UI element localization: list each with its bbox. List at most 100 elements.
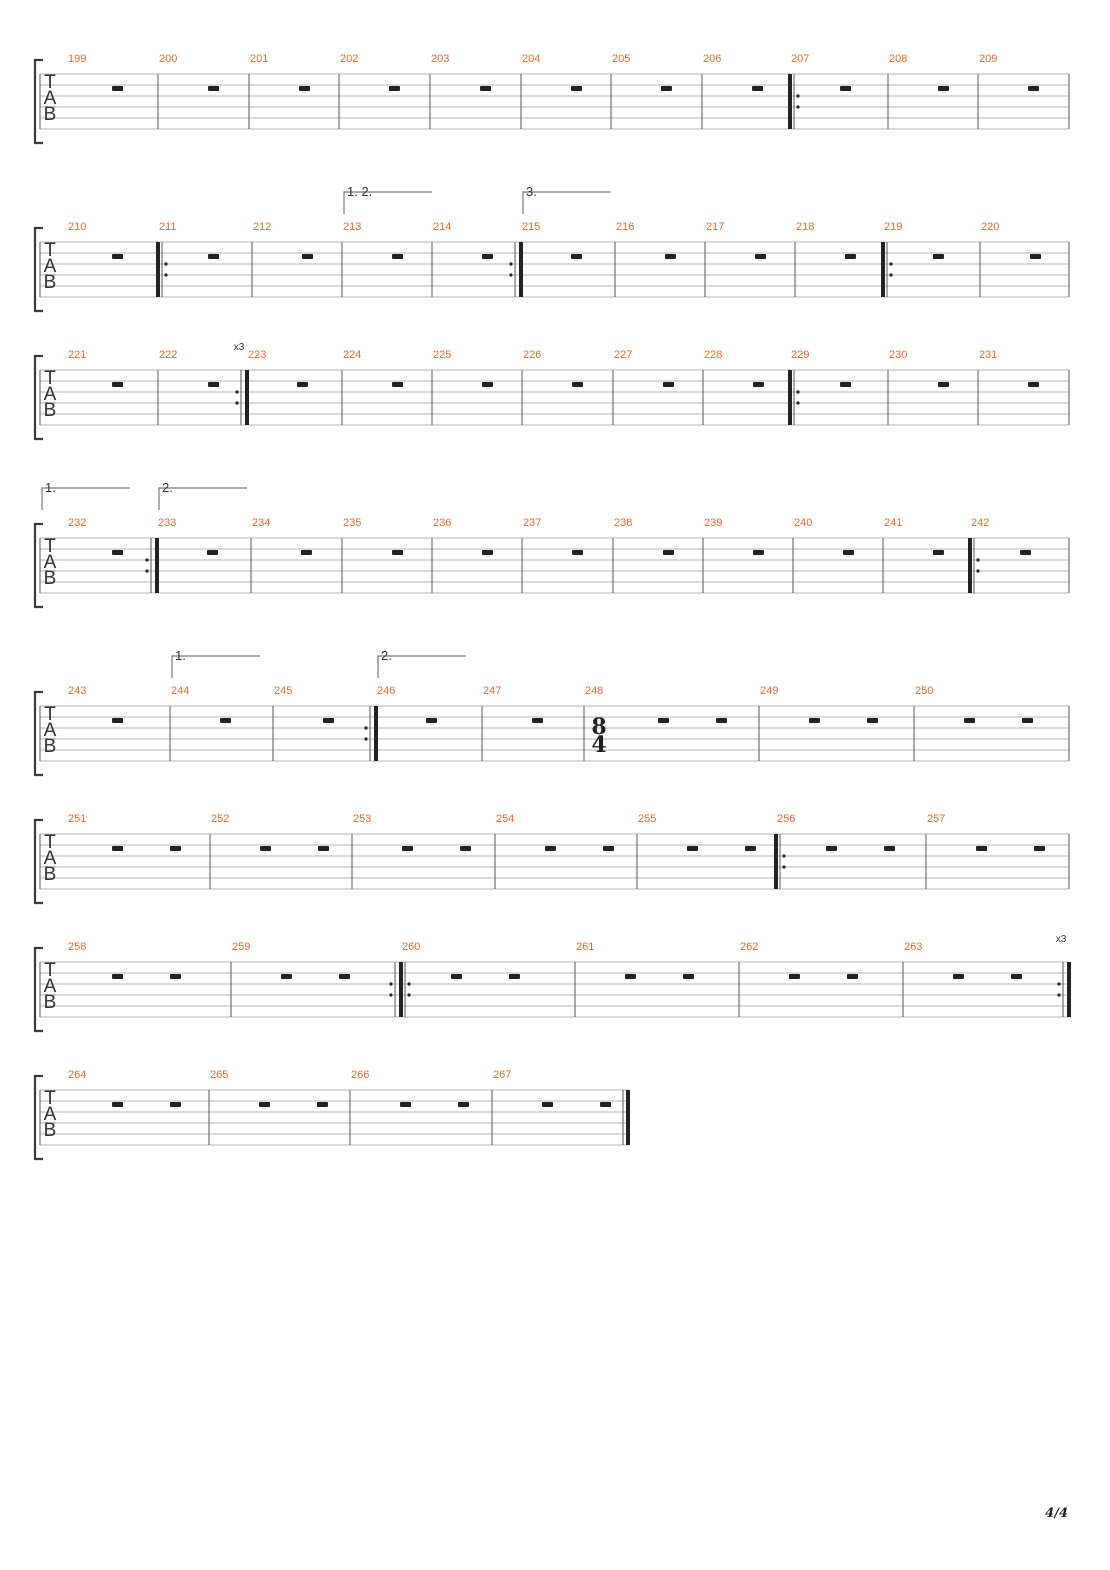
rest xyxy=(1034,846,1045,851)
rest xyxy=(753,382,764,387)
measure-number: 249 xyxy=(760,685,778,697)
rest xyxy=(716,718,727,723)
measure-number: 221 xyxy=(68,349,86,361)
measure-number: 235 xyxy=(343,517,361,529)
measure-number: 252 xyxy=(211,813,229,825)
measure-number: 217 xyxy=(706,221,724,233)
repeat-end-bar xyxy=(1067,962,1071,1017)
rest xyxy=(572,550,583,555)
repeat-start-bar xyxy=(881,242,885,297)
rest xyxy=(938,86,949,91)
volta-bracket xyxy=(171,655,260,678)
measure-number: 265 xyxy=(210,1069,228,1081)
tab-clef-letter: A xyxy=(44,976,57,997)
measure: 239 xyxy=(704,517,794,593)
measure-number: 218 xyxy=(796,221,814,233)
rest xyxy=(170,846,181,851)
measure-number: 261 xyxy=(576,941,594,953)
measure-number: 267 xyxy=(493,1069,511,1081)
rest xyxy=(112,1102,123,1107)
measure: 230 xyxy=(889,349,979,425)
repeat-dot xyxy=(1057,993,1061,997)
repeat-count: x3 xyxy=(1056,934,1067,945)
rest xyxy=(302,254,313,259)
measure-number: 257 xyxy=(927,813,945,825)
tab-clef-letter: A xyxy=(44,720,57,741)
rest xyxy=(843,550,854,555)
rest xyxy=(661,86,672,91)
tab-clef-letter: A xyxy=(44,848,57,869)
volta-bracket xyxy=(41,487,130,510)
volta-bracket xyxy=(343,191,432,214)
measure: 260 xyxy=(399,941,576,1017)
system-bracket xyxy=(33,946,43,1033)
rest xyxy=(301,550,312,555)
rest xyxy=(687,846,698,851)
measure-number: 266 xyxy=(351,1069,369,1081)
repeat-dot xyxy=(976,558,980,562)
rest xyxy=(208,254,219,259)
rest xyxy=(259,1102,270,1107)
rest xyxy=(400,1102,411,1107)
measure: 225 xyxy=(433,349,523,425)
measure-number: 209 xyxy=(979,53,997,65)
measure: 237 xyxy=(523,517,614,593)
measure-number: 230 xyxy=(889,349,907,361)
tab-clef-letter: A xyxy=(44,88,57,109)
tab-clef-letter: T xyxy=(44,536,56,557)
rest xyxy=(964,718,975,723)
measure-number: 240 xyxy=(794,517,812,529)
repeat-dot xyxy=(796,390,800,394)
rest xyxy=(1022,718,1033,723)
volta-label: 1. 2. xyxy=(347,184,372,199)
measure: 240 xyxy=(794,517,884,593)
repeat-dot xyxy=(1057,982,1061,986)
measure-number: 251 xyxy=(68,813,86,825)
measure: 201 xyxy=(250,53,340,129)
volta-label: 2. xyxy=(162,480,173,495)
measure-number: 202 xyxy=(340,53,358,65)
rest xyxy=(339,974,350,979)
rest xyxy=(482,382,493,387)
measure-number: 220 xyxy=(981,221,999,233)
rest xyxy=(976,846,987,851)
measure: 208 xyxy=(889,53,979,129)
rest xyxy=(847,974,858,979)
measure: 264 xyxy=(68,1069,210,1145)
tab-clef-letter: A xyxy=(44,1104,57,1125)
measure: 203 xyxy=(431,53,522,129)
rest xyxy=(1028,86,1039,91)
rest xyxy=(460,846,471,851)
rest xyxy=(207,550,218,555)
rest xyxy=(112,974,123,979)
repeat-dot xyxy=(235,401,239,405)
measure-number: 205 xyxy=(612,53,630,65)
rest xyxy=(1030,254,1041,259)
time-signature-denominator: 4 xyxy=(591,732,606,758)
volta-bracket xyxy=(377,655,466,678)
rest xyxy=(571,86,582,91)
measure: 256 xyxy=(774,813,927,889)
rest xyxy=(281,974,292,979)
rest xyxy=(480,86,491,91)
measure-number: 247 xyxy=(483,685,501,697)
tab-clef-letter: B xyxy=(44,272,57,293)
rest xyxy=(323,718,334,723)
rest xyxy=(663,550,674,555)
measure: 262 xyxy=(740,941,904,1017)
measure: 253 xyxy=(353,813,496,889)
tab-clef-letter: B xyxy=(44,400,57,421)
measure: 261 xyxy=(576,941,740,1017)
measure: 242 xyxy=(968,517,1070,593)
rest xyxy=(532,718,543,723)
tab-clef-letter: B xyxy=(44,568,57,589)
measure: 257 xyxy=(927,813,1070,889)
measure-number: 215 xyxy=(522,221,540,233)
repeat-dot xyxy=(145,558,149,562)
measure: 245 xyxy=(274,685,378,761)
measure-number: 232 xyxy=(68,517,86,529)
